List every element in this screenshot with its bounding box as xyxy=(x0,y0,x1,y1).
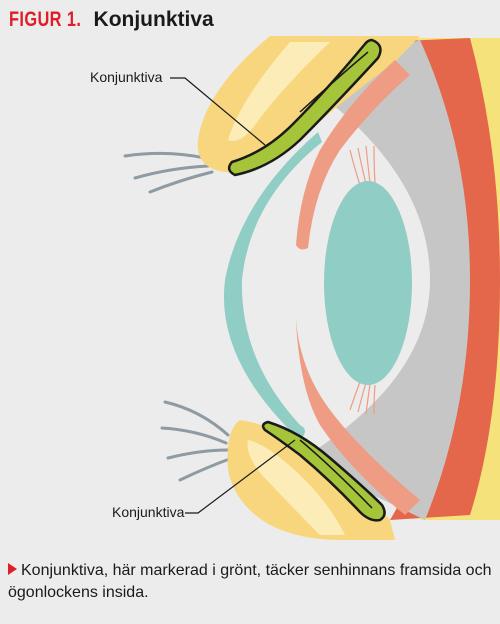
choroid-layer xyxy=(380,38,500,520)
iris-upper xyxy=(296,60,410,250)
lower-conjunctiva-label: Konjunktiva xyxy=(112,504,185,520)
upper-label-leader xyxy=(170,77,266,146)
conjunctiva-upper-inner xyxy=(299,51,369,113)
conjunctiva-lower-inner xyxy=(299,439,373,509)
lower-eyelashes xyxy=(160,400,234,482)
figure-caption: Konjunktiva, här markerad i grönt, täcke… xyxy=(8,560,492,604)
cornea xyxy=(223,132,322,440)
sclera-layer xyxy=(300,40,470,520)
caption-text: Konjunktiva, här markerad i grönt, täcke… xyxy=(8,562,492,601)
lower-label-leader xyxy=(185,439,296,514)
figure-header: FIGUR 1. Konjunktiva xyxy=(9,8,214,32)
upper-conjunctiva-label: Konjunktiva xyxy=(90,69,163,85)
figure-number: FIGUR 1. xyxy=(9,8,82,31)
upper-eyelid-highlight xyxy=(228,42,330,141)
figure-title: Konjunktiva xyxy=(93,8,214,31)
eye-wall-layers xyxy=(300,38,500,520)
conjunctiva-lower[interactable] xyxy=(261,420,386,522)
iris-lower xyxy=(296,320,420,515)
caption-bullet-icon xyxy=(8,563,17,575)
upper-eyelashes xyxy=(123,151,214,194)
lens xyxy=(324,181,412,385)
lower-eyelid-highlight xyxy=(247,440,345,535)
